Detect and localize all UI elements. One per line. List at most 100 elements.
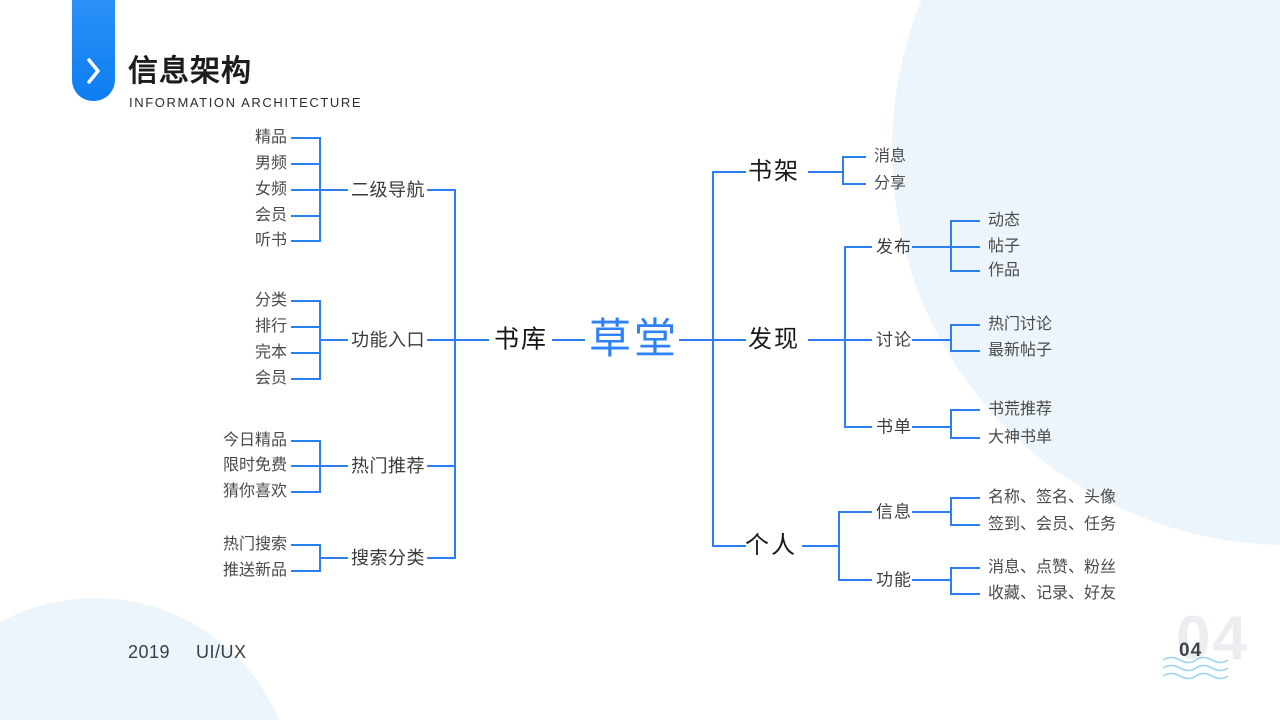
tree-connector-line [951, 593, 980, 595]
tree-connector-line [712, 171, 714, 547]
tree-connector-line [951, 567, 980, 569]
tree-leaf: 猜你喜欢 [222, 483, 287, 500]
tree-branch-discuss: 讨论 [876, 330, 912, 350]
tree-leaf: 收藏、记录、好友 [988, 585, 1117, 602]
tree-branch-secondary-nav: 二级导航 [351, 180, 425, 200]
tree-connector-line [802, 545, 839, 547]
tree-connector-line [713, 545, 746, 547]
tree-branch-hot-recommend: 热门推荐 [351, 456, 425, 476]
tree-connector-line [951, 409, 980, 411]
tree-connector-line [319, 544, 321, 572]
tree-connector-line [427, 189, 456, 191]
page-subtitle: INFORMATION ARCHITECTURE [129, 95, 363, 110]
tree-connector-line [291, 240, 320, 242]
tree-connector-line [319, 440, 321, 493]
tree-leaf: 消息 [874, 148, 907, 165]
tree-connector-line [320, 339, 348, 341]
tree-leaf: 听书 [254, 232, 287, 249]
tree-connector-line [319, 137, 321, 242]
tree-connector-line [912, 511, 951, 513]
tree-connector-line [291, 352, 320, 354]
tree-root-node: 草堂 [589, 314, 680, 363]
tree-leaf: 动态 [988, 212, 1021, 229]
tree-connector-line [838, 511, 840, 581]
tree-connector-line [951, 437, 980, 439]
tree-connector-line [950, 567, 952, 595]
tree-connector-line [291, 326, 320, 328]
tree-branch-functions: 功能 [876, 570, 912, 590]
tree-leaf: 签到、会员、任务 [988, 516, 1117, 533]
tree-connector-line [291, 440, 320, 442]
tree-connector-line [320, 189, 348, 191]
tree-connector-line [843, 156, 866, 158]
tree-connector-line [950, 497, 952, 526]
tree-connector-line [912, 246, 980, 248]
tree-connector-line [845, 426, 872, 428]
tree-connector-line [291, 491, 320, 493]
footer-year: 2019 [128, 642, 171, 662]
tree-connector-line [291, 570, 320, 572]
tree-connector-line [843, 183, 866, 185]
tree-leaf: 分享 [874, 175, 907, 192]
tree-connector-line [951, 524, 980, 526]
tree-connector-line [291, 189, 320, 191]
tree-connector-line [427, 465, 456, 467]
tree-branch-search-category: 搜索分类 [351, 548, 425, 568]
tree-connector-line [951, 270, 980, 272]
page-number: 04 [1179, 640, 1203, 661]
tree-leaf: 今日精品 [222, 432, 287, 449]
tree-leaf: 热门搜索 [222, 536, 287, 553]
tree-connector-line [291, 215, 320, 217]
tree-leaf: 书荒推荐 [988, 401, 1053, 418]
tree-branch-function-entry: 功能入口 [351, 330, 425, 350]
chevron-right-icon [87, 58, 100, 84]
tree-connector-line [951, 324, 980, 326]
tree-connector-line [291, 465, 320, 467]
tree-leaf: 男频 [254, 155, 287, 172]
tree-node-discover: 发现 [748, 326, 800, 353]
tree-connector-line [319, 300, 321, 380]
tree-leaf: 分类 [254, 292, 287, 309]
tree-connector-line [679, 339, 713, 341]
tree-node-bookstore: 书库 [494, 325, 549, 354]
tree-connector-line [950, 409, 952, 439]
tree-connector-line [912, 579, 951, 581]
tree-leaf: 精品 [254, 129, 287, 146]
background-circle-top-right [892, 0, 1280, 545]
tree-branch-booklist: 书单 [876, 417, 912, 437]
tree-branch-publish: 发布 [876, 237, 912, 257]
tree-connector-line [842, 156, 844, 185]
tree-connector-line [845, 339, 872, 341]
tree-leaf: 推送新品 [222, 562, 287, 579]
wave-icon [1162, 656, 1229, 680]
tree-leaf: 完本 [254, 344, 287, 361]
tree-connector-line [291, 544, 320, 546]
tree-connector-line [713, 339, 746, 341]
tree-connector-line [839, 511, 872, 513]
tree-connector-line [808, 171, 843, 173]
tree-connector-line [951, 350, 980, 352]
tree-node-profile: 个人 [745, 532, 797, 559]
tree-connector-line [291, 300, 320, 302]
tree-leaf: 热门讨论 [988, 316, 1053, 333]
tree-leaf: 会员 [254, 370, 287, 387]
tree-leaf: 帖子 [988, 238, 1021, 255]
tree-connector-line [291, 137, 320, 139]
tree-connector-line [552, 339, 585, 341]
tree-connector-line [427, 339, 489, 341]
tree-connector-line [291, 163, 320, 165]
tree-connector-line [950, 220, 952, 272]
tree-leaf: 限时免费 [222, 457, 287, 474]
tree-leaf: 大神书单 [988, 429, 1053, 446]
tree-node-bookshelf: 书架 [748, 158, 800, 185]
tree-branch-info: 信息 [876, 502, 912, 522]
tree-connector-line [713, 171, 746, 173]
tree-connector-line [808, 339, 845, 341]
tree-connector-line [291, 378, 320, 380]
tree-connector-line [951, 220, 980, 222]
tree-connector-line [839, 579, 872, 581]
tree-leaf: 排行 [254, 318, 287, 335]
tree-connector-line [912, 339, 951, 341]
